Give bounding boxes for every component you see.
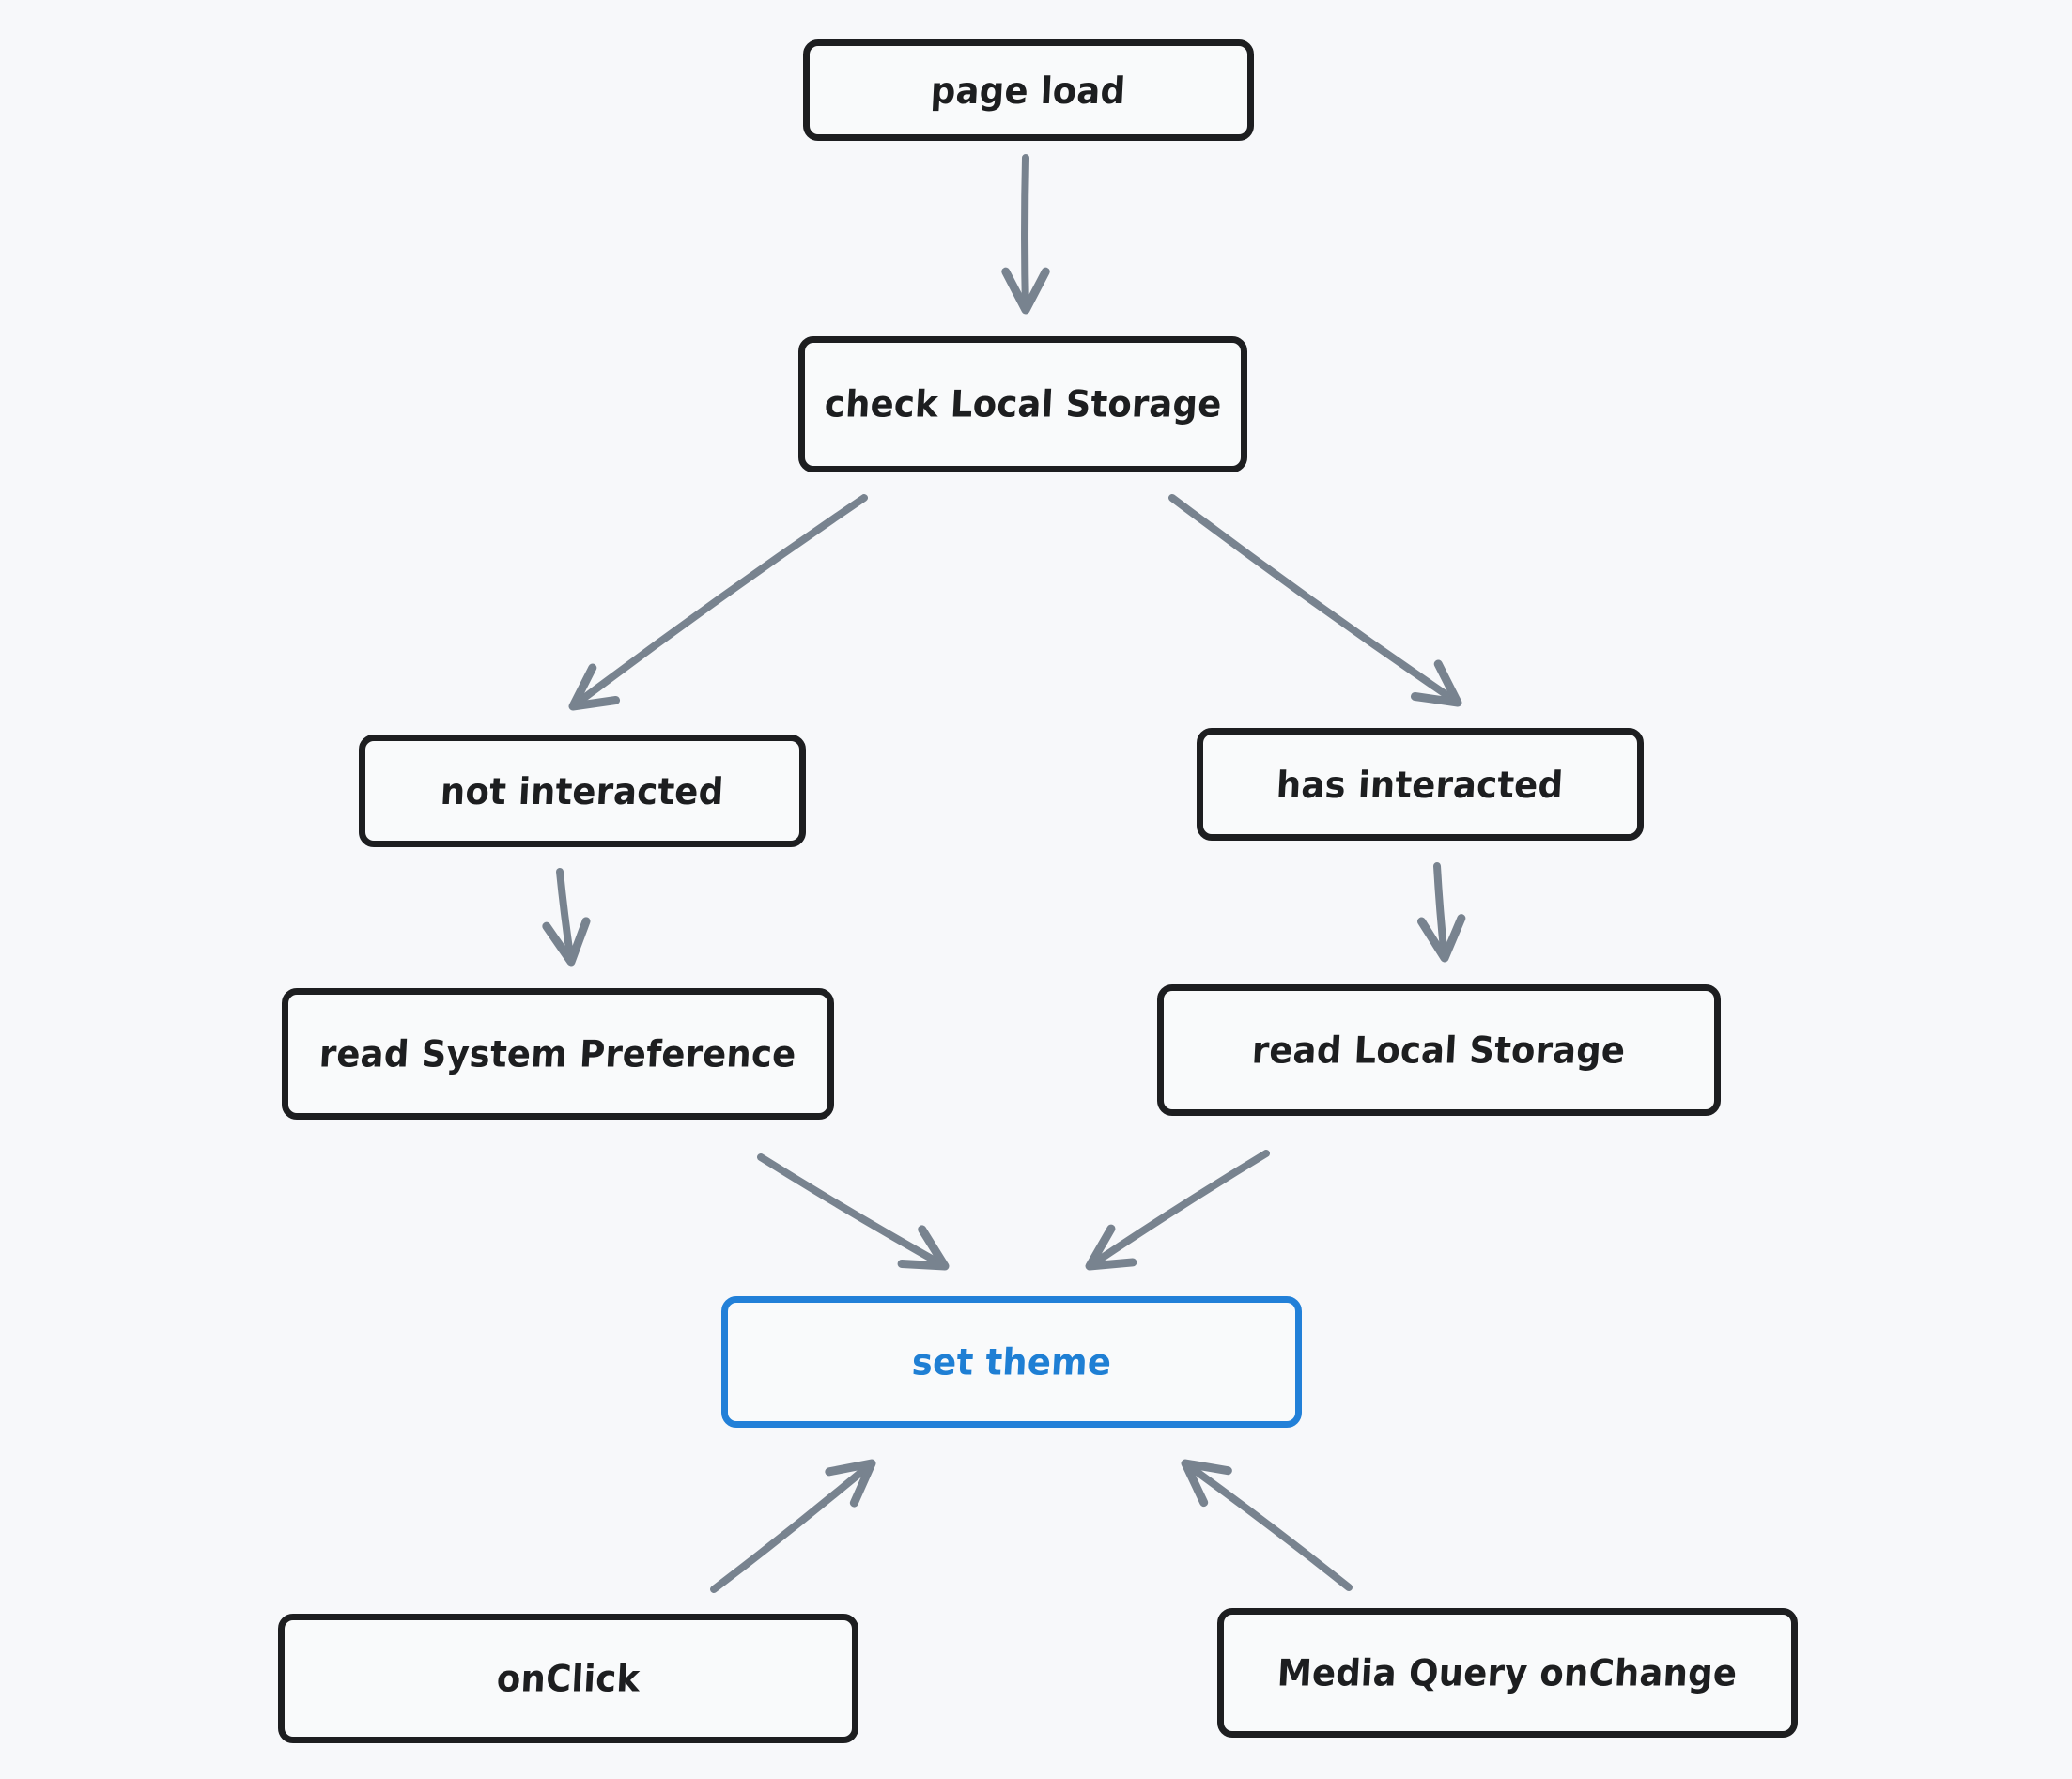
node-check-local[interactable]: check Local Storage: [798, 336, 1247, 472]
arrowhead-icon: [1417, 914, 1466, 963]
edge-read-system-to-set-theme: [757, 1153, 950, 1271]
node-onclick[interactable]: onClick: [278, 1614, 858, 1743]
edge-line: [757, 1153, 949, 1270]
arrowhead-icon: [542, 917, 591, 967]
arrowhead-icon: [568, 663, 621, 711]
node-label: read System Preference: [318, 1032, 797, 1075]
edge-page-load-to-check: [1001, 154, 1050, 315]
edge-check-to-not-interacted: [568, 494, 868, 711]
node-label: read Local Storage: [1251, 1029, 1627, 1072]
node-not-interacted[interactable]: not interacted: [359, 735, 806, 847]
edge-line: [1021, 154, 1029, 314]
node-read-system-pref[interactable]: read System Preference: [282, 988, 834, 1120]
node-label: set theme: [910, 1340, 1113, 1384]
edge-check-to-has-interacted: [1168, 494, 1462, 707]
node-label: page load: [930, 69, 1127, 112]
edge-line: [569, 494, 868, 710]
edge-not-interacted-to-read-system: [542, 868, 591, 967]
node-label: Media Query onChange: [1276, 1651, 1739, 1694]
edge-line: [710, 1460, 875, 1593]
node-label: not interacted: [440, 769, 725, 812]
arrowhead-icon: [825, 1459, 876, 1508]
arrowhead-icon: [1001, 267, 1050, 315]
arrowhead-icon: [897, 1225, 950, 1271]
edge-line: [1086, 1150, 1270, 1270]
edge-read-local-to-set-theme: [1085, 1150, 1270, 1271]
edge-has-interacted-to-read-local: [1417, 862, 1466, 963]
arrowhead-icon: [1085, 1224, 1137, 1271]
node-page-load[interactable]: page load: [803, 39, 1254, 141]
edge-line: [556, 868, 575, 966]
node-has-interacted[interactable]: has interacted: [1197, 728, 1644, 841]
edge-media-query-to-set-theme: [1181, 1459, 1353, 1591]
node-read-local[interactable]: read Local Storage: [1157, 984, 1721, 1116]
arrowhead-icon: [1181, 1459, 1232, 1508]
node-media-query[interactable]: Media Query onChange: [1217, 1608, 1798, 1738]
edge-line: [1182, 1460, 1353, 1591]
node-label: onClick: [495, 1657, 642, 1700]
edge-line: [1168, 494, 1461, 706]
node-label: check Local Storage: [823, 382, 1223, 426]
node-set-theme[interactable]: set theme: [721, 1296, 1302, 1428]
arrowhead-icon: [1410, 659, 1462, 707]
edge-line: [1433, 862, 1448, 962]
node-label: has interacted: [1276, 763, 1565, 806]
edge-onclick-to-set-theme: [710, 1459, 876, 1593]
